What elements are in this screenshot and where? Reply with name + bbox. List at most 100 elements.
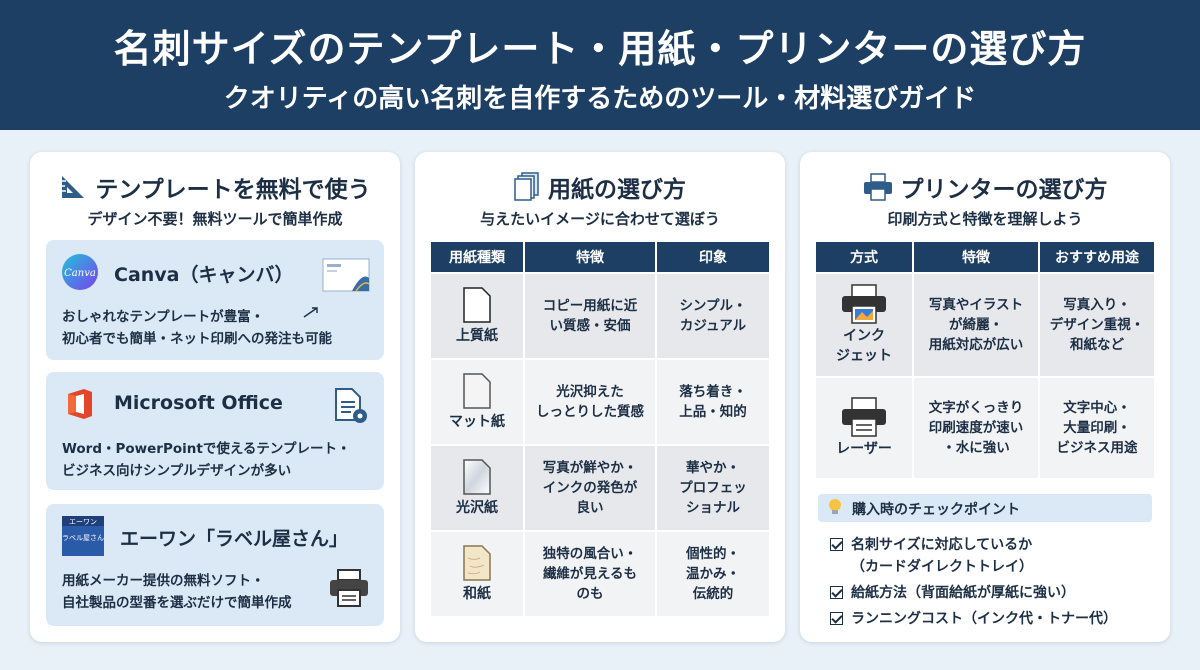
paper-feature-line: 良い [576, 500, 604, 516]
printer-header-feature: 特徴 [914, 242, 1038, 272]
paper-header-impression: 印象 [657, 242, 769, 272]
canva-desc-line1: おしゃれなテンプレートが豊富・ [62, 309, 265, 325]
paper-impression-line: プロフェッ [679, 480, 747, 496]
printer-title-icon [863, 173, 893, 207]
aone-desc-line2: 自社製品の型番を選ぶだけで簡単作成 [62, 595, 292, 611]
checkpoint-list: 名刺サイズに対応しているか （カードダイレクトトレイ） 給紙方法（背面給紙が厚紙に… [830, 534, 1117, 630]
paper-header-feature: 特徴 [525, 242, 655, 272]
checkbox-icon [830, 612, 843, 625]
printer-feature-line: 写真やイラスト [928, 297, 1024, 313]
checkpoint-text: ランニングコスト（インク代・トナー代） [851, 611, 1117, 627]
canva-card[interactable]: Canva Canva（キャンバ） おしゃれなテンプレートが豊富・ 初心者でも簡… [46, 240, 384, 360]
paper-feature-line: 独特の風合い・ [542, 546, 638, 562]
printer-use-line: 文字中心・ [1063, 400, 1131, 416]
paper-impression-line: 温かみ・ [686, 566, 740, 582]
lightbulb-icon [828, 498, 842, 520]
paper-feature-line: 写真が鮮やか・ [542, 460, 638, 476]
printer-use-line: 和紙など [1070, 337, 1124, 353]
header-banner: 名刺サイズのテンプレート・用紙・プリンターの選び方 クオリティの高い名刺を自作す… [0, 0, 1200, 130]
paper-impression-line: 上品・知的 [679, 404, 747, 420]
paper-feature-line: しっとりした質感 [536, 404, 644, 420]
canva-logo: Canva [62, 254, 98, 290]
arrow-icon [302, 304, 320, 323]
paper-type: 光沢紙 [456, 500, 498, 516]
paper-row: マット紙 光沢抑えたしっとりした質感 落ち着き・上品・知的 [431, 360, 769, 444]
triangle-ruler-icon [59, 173, 87, 207]
printer-table: 方式 特徴 おすすめ用途 インク ジェット 写真やイラストが綺麗・用紙対応が広い… [814, 240, 1156, 480]
printer-header-use: おすすめ用途 [1040, 242, 1154, 272]
printer-feature-line: が綺麗・ [949, 317, 1003, 333]
paper-type: 和紙 [463, 586, 491, 602]
printer-feature-line: 用紙対応が広い [928, 337, 1024, 353]
template-panel-title: テンプレートを無料で使う [95, 177, 371, 203]
canva-desc-line2: 初心者でも簡単・ネット印刷への発注も可能 [62, 331, 332, 347]
paper-impression-line: シンプル・ [679, 298, 747, 314]
aone-desc-line1: 用紙メーカー提供の無料ソフト・ [62, 573, 265, 589]
paper-impression-line: カジュアル [679, 318, 747, 334]
svg-text:「ラベル屋さん」: 「ラベル屋さん」 [62, 534, 104, 542]
printer-use-line: 写真入り・ [1063, 297, 1131, 313]
paper-feature-line: 繊維が見えるも [542, 566, 638, 582]
printer-type-line: インク [843, 328, 885, 344]
paper-feature-line: のも [576, 586, 604, 602]
template-panel: テンプレートを無料で使う デザイン不要！無料ツールで簡単作成 Canva Can… [30, 152, 400, 642]
office-desc-line1: Word・PowerPointで使えるテンプレート・ [62, 441, 351, 457]
template-panel-subtitle: デザイン不要！無料ツールで簡単作成 [87, 210, 343, 228]
printer-feature-line: 印刷速度が速い [928, 420, 1024, 436]
matte-paper-icon [463, 373, 491, 409]
aone-logo: エーワン 「ラベル屋さん」 [55, 516, 111, 556]
checkpoint-text: 名刺サイズに対応しているか [851, 537, 1033, 553]
checkpoint-text: （カードダイレクトトレイ） [851, 559, 1033, 575]
printer-use-line: 大量印刷・ [1063, 420, 1131, 436]
checkpoint-text: 給紙方法（背面給紙が厚紙に強い） [851, 585, 1075, 601]
paper-feature-line: い質感・安価 [549, 318, 631, 334]
plain-paper-icon [463, 287, 491, 323]
printer-header-type: 方式 [816, 242, 912, 272]
printer-type-line: レーザー [836, 441, 892, 457]
page-title: 名刺サイズのテンプレート・用紙・プリンターの選び方 [113, 27, 1087, 71]
svg-text:Canva: Canva [64, 268, 96, 279]
paper-panel-subtitle: 与えたいイメージに合わせて選ぼう [480, 210, 720, 228]
aone-name: エーワン「ラベル屋さん」 [120, 528, 349, 550]
printer-type-line: ジェット [836, 348, 892, 364]
paper-type: 上質紙 [456, 328, 498, 344]
checkbox-icon [830, 586, 843, 599]
printer-icon [328, 568, 370, 612]
paper-feature-line: コピー用紙に近 [542, 298, 638, 314]
paper-panel-title: 用紙の選び方 [548, 177, 686, 203]
page-subtitle: クオリティの高い名刺を自作するためのツール・材料選びガイド [223, 84, 977, 114]
office-logo [62, 386, 98, 422]
paper-impression-line: 華やか・ [686, 460, 740, 476]
aone-card[interactable]: エーワン 「ラベル屋さん」 エーワン「ラベル屋さん」 用紙メーカー提供の無料ソフ… [46, 504, 384, 626]
office-card[interactable]: Microsoft Office Word・PowerPointで使えるテンプレ… [46, 372, 384, 490]
printer-row: インク ジェット 写真やイラストが綺麗・用紙対応が広い 写真入り・デザイン重視・… [816, 274, 1154, 376]
document-gear-icon [330, 386, 370, 430]
paper-header-type: 用紙種類 [431, 242, 523, 272]
laser-printer-icon [842, 397, 886, 437]
paper-row: 光沢紙 写真が鮮やか・インクの発色が良い 華やか・プロフェッショナル [431, 446, 769, 530]
paper-feature-line: インクの発色が [542, 480, 638, 496]
office-desc-line2: ビジネス向けシンプルデザインが多い [62, 463, 292, 479]
printer-use-line: ビジネス用途 [1056, 440, 1138, 456]
printer-panel-title: プリンターの選び方 [900, 177, 1108, 203]
checkbox-icon [830, 538, 843, 551]
glossy-paper-icon [463, 459, 491, 495]
business-card-icon [322, 258, 370, 296]
paper-impression-line: 落ち着き・ [679, 384, 747, 400]
paper-row: 和紙 独特の風合い・繊維が見えるものも 個性的・温かみ・伝統的 [431, 532, 769, 616]
checkpoint-item: 名刺サイズに対応しているか （カードダイレクトトレイ） [830, 534, 1117, 578]
svg-text:エーワン: エーワン [69, 518, 97, 526]
checkpoint-item: 給紙方法（背面給紙が厚紙に強い） [830, 582, 1117, 604]
paper-impression-line: ショナル [686, 500, 740, 516]
paper-impression-line: 伝統的 [692, 586, 734, 602]
printer-feature-line: 文字がくっきり [928, 400, 1024, 416]
washi-paper-icon [463, 545, 491, 581]
inkjet-printer-icon [842, 284, 886, 324]
office-name: Microsoft Office [114, 392, 283, 414]
canva-name: Canva（キャンバ） [114, 264, 294, 286]
checkpoint-header: 購入時のチェックポイント [818, 494, 1152, 522]
printer-use-line: デザイン重視・ [1049, 317, 1145, 333]
printer-panel-subtitle: 印刷方式と特徴を理解しよう [887, 210, 1083, 228]
printer-feature-line: ・水に強い [942, 440, 1010, 456]
paper-feature-line: 光沢抑えた [556, 384, 624, 400]
